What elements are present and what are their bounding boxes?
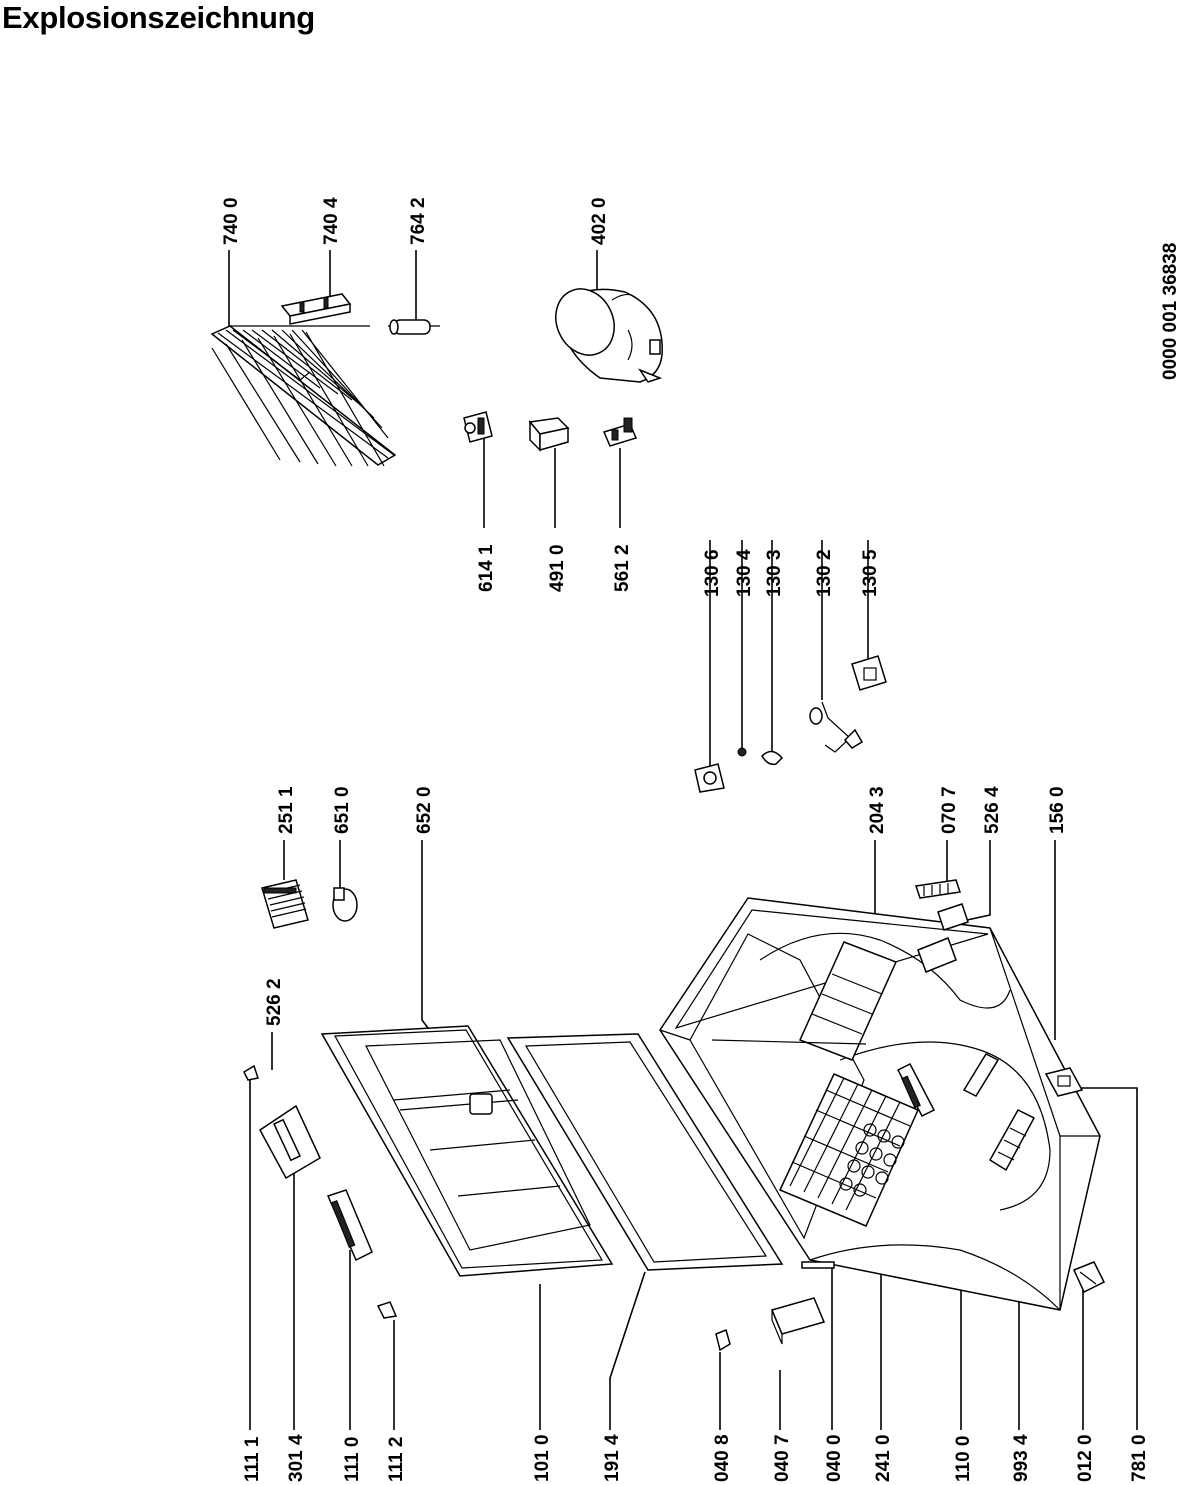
label-156-0: 156 0 <box>1047 786 1068 834</box>
label-111-0: 111 0 <box>342 1437 363 1482</box>
label-130-3: 130 3 <box>764 549 785 597</box>
label-130-2: 130 2 <box>814 549 835 597</box>
label-651-0: 651 0 <box>332 786 353 834</box>
label-130-5: 130 5 <box>860 549 881 597</box>
label-561-2: 561 2 <box>612 544 633 592</box>
vent-part <box>915 879 969 973</box>
label-070-7: 070 7 <box>939 786 960 834</box>
thermostat-group-parts <box>694 655 887 793</box>
label-301-4: 301 4 <box>286 1434 307 1482</box>
label-781-0: 781 0 <box>1129 1434 1150 1482</box>
label-526-4: 526 4 <box>982 786 1003 834</box>
cover-part <box>528 417 570 452</box>
label-526-2: 526 2 <box>264 978 285 1026</box>
bracket-part <box>280 293 352 325</box>
label-204-3: 204 3 <box>867 786 888 834</box>
leader-lines <box>228 250 1138 1430</box>
label-130-6: 130 6 <box>702 549 723 597</box>
lid-part <box>320 1025 614 1277</box>
label-040-7: 040 7 <box>772 1434 793 1482</box>
basket-part <box>778 1073 919 1227</box>
inner-shelf-part <box>711 941 898 1061</box>
gasket-part <box>506 1033 784 1271</box>
page-title: Explosionszeichnung <box>2 0 315 35</box>
compressor-part <box>555 288 663 383</box>
document-number: 0000 001 36838 <box>1160 243 1180 380</box>
label-740-4: 740 4 <box>321 197 342 245</box>
relay-part <box>463 411 493 443</box>
label-764-2: 764 2 <box>408 197 429 245</box>
control-panel-part <box>962 1053 1036 1172</box>
label-251-1: 251 1 <box>276 786 297 834</box>
handle-part <box>896 1062 936 1118</box>
label-111-1: 111 1 <box>242 1436 263 1482</box>
label-652-0: 652 0 <box>414 786 435 834</box>
label-040-0: 040 0 <box>824 1434 845 1482</box>
label-130-4: 130 4 <box>734 549 755 597</box>
label-191-4: 191 4 <box>602 1434 623 1482</box>
feet-and-brackets-parts <box>715 1261 1106 1352</box>
label-614-1: 614 1 <box>476 544 497 592</box>
dryer-filter-part <box>388 319 440 335</box>
hinge-parts <box>243 1064 398 1319</box>
label-040-8: 040 8 <box>712 1434 733 1482</box>
clamp-part <box>602 417 638 447</box>
grille-part <box>261 879 309 929</box>
label-110-0: 110 0 <box>953 1436 974 1483</box>
condenser-coil-part <box>210 325 397 467</box>
label-111-2: 111 2 <box>386 1437 407 1482</box>
label-101-0: 101 0 <box>532 1434 553 1482</box>
label-012-0: 012 0 <box>1075 1434 1096 1482</box>
label-740-0: 740 0 <box>221 197 242 245</box>
lamp-part <box>332 887 358 922</box>
label-993-4: 993 4 <box>1011 1434 1032 1482</box>
label-491-0: 491 0 <box>547 544 568 592</box>
label-241-0: 241 0 <box>873 1434 894 1482</box>
label-402-0: 402 0 <box>589 197 610 245</box>
lower-block-part <box>1044 1067 1084 1097</box>
